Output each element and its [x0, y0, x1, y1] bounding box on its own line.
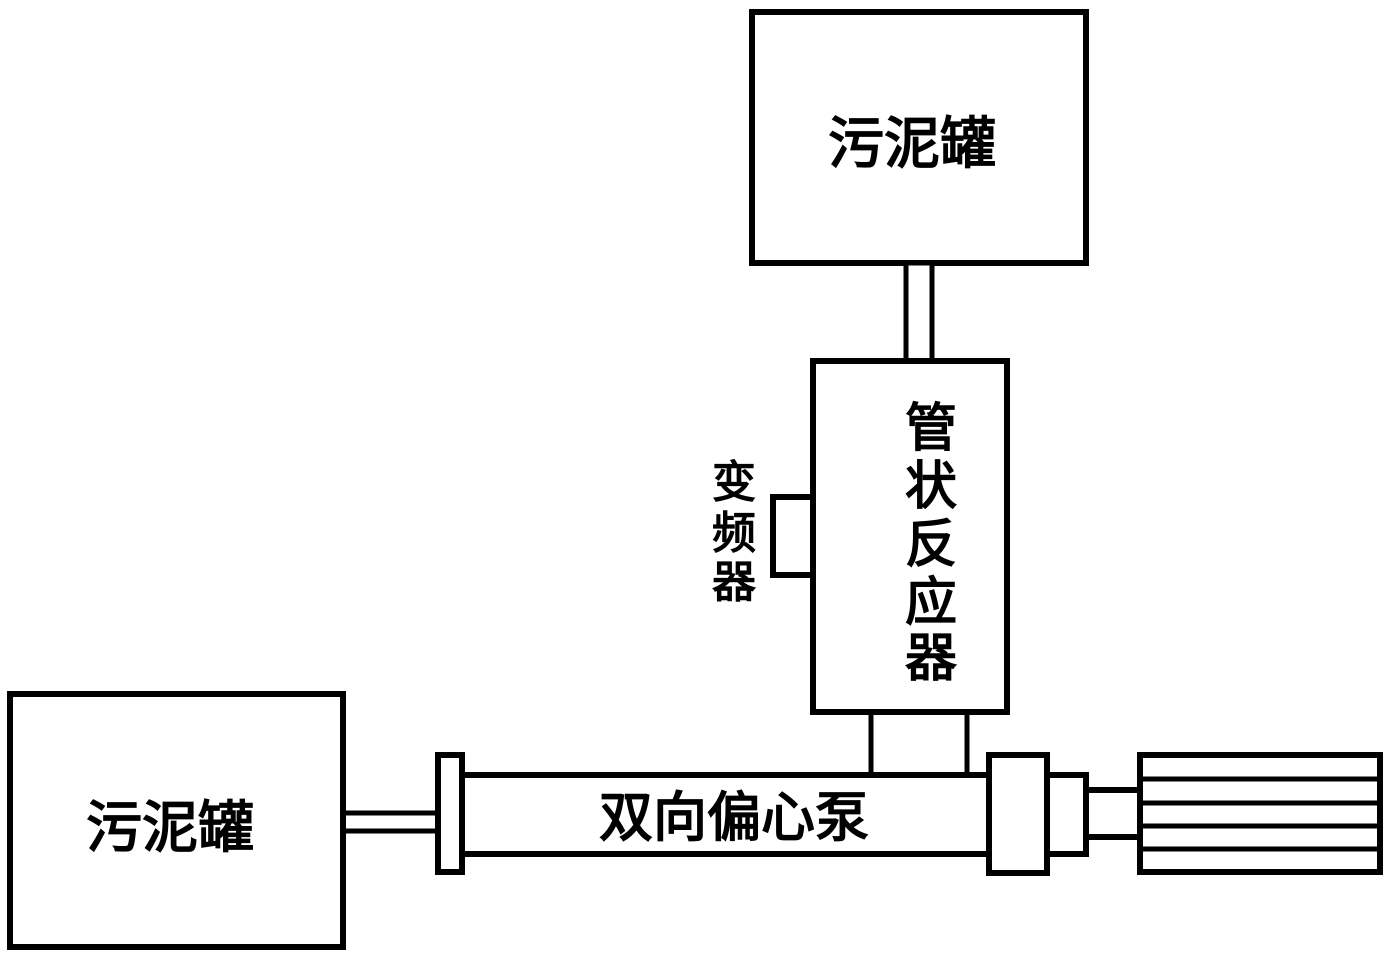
pipe-tank-to-reactor	[903, 260, 935, 364]
reactor-label-char-5: 器	[905, 629, 958, 689]
left-sludge-tank: 污泥罐	[7, 691, 346, 950]
inverter-label-char-3: 器	[712, 557, 757, 608]
pipe-tank-to-pump	[343, 810, 440, 834]
inverter-label-char-1: 变	[712, 457, 756, 508]
reactor-label-char-2: 状	[905, 457, 958, 517]
left-sludge-tank-label: 污泥罐	[86, 796, 254, 861]
frequency-converter: 变 频 器	[712, 457, 816, 608]
reactor-label-char-3: 反	[905, 515, 957, 575]
tubular-reactor: 管 状 反 应 器	[810, 358, 1010, 715]
top-sludge-tank: 污泥罐	[749, 9, 1089, 266]
pump-coupling	[986, 752, 1143, 876]
pipes-reactor-to-pump	[868, 712, 970, 775]
reactor-label-char-1: 管	[905, 399, 957, 459]
bidirectional-eccentric-pump: 双向偏心泵	[435, 752, 992, 875]
inverter-label-char-2: 频	[712, 508, 756, 559]
reactor-label-char-4: 应	[905, 573, 957, 633]
top-sludge-tank-label: 污泥罐	[828, 112, 996, 177]
pump-label: 双向偏心泵	[599, 786, 869, 849]
pump-motor	[1137, 752, 1383, 875]
